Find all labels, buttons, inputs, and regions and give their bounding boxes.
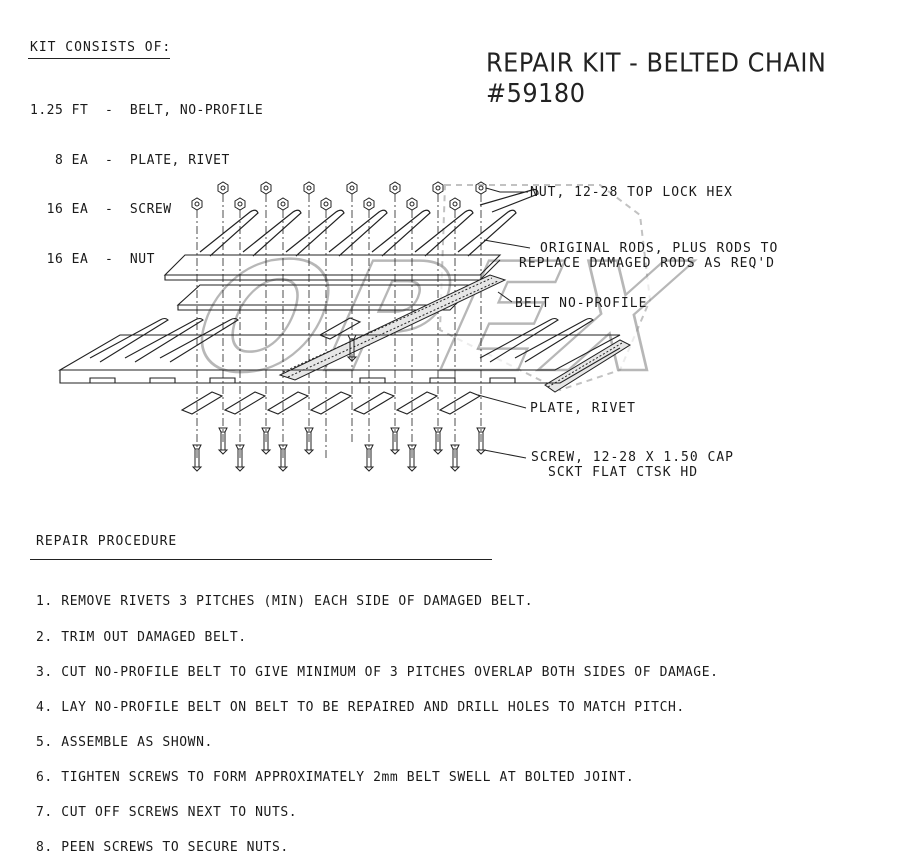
screw-row <box>191 334 487 472</box>
callout-screw-line1: SCREW, 12-28 X 1.50 CAP <box>531 450 735 465</box>
belt-upper <box>163 254 502 281</box>
procedure-step: 7. CUT OFF SCREWS NEXT TO NUTS. <box>36 805 298 821</box>
callout-screw-line2: SCKT FLAT CTSK HD <box>548 465 699 480</box>
procedure-step: 1. REMOVE RIVETS 3 PITCHES (MIN) EACH SI… <box>36 594 534 610</box>
rivet-plates <box>180 317 482 415</box>
kit-item: 16 EA - NUT <box>30 251 155 267</box>
kit-heading: KIT CONSISTS OF: <box>30 40 172 55</box>
kit-heading-underline <box>28 58 170 59</box>
nut-row-top <box>217 181 487 195</box>
kit-item: 8 EA - PLATE, RIVET <box>30 152 230 168</box>
callout-plate: PLATE, RIVET <box>530 401 636 416</box>
belt-lower <box>57 317 621 384</box>
page-title: REPAIR KIT - BELTED CHAIN #59180 <box>486 47 827 109</box>
rods-upper <box>199 188 539 257</box>
procedure-step: 4. LAY NO-PROFILE BELT ON BELT TO BE REP… <box>36 699 685 715</box>
callout-nut: NUT, 12-28 TOP LOCK HEX <box>530 185 734 200</box>
procedure-list: 1. REMOVE RIVETS 3 PITCHES (MIN) EACH SI… <box>36 573 719 866</box>
procedure-step: 5. ASSEMBLE AS SHOWN. <box>36 734 213 750</box>
procedure-step: 3. CUT NO-PROFILE BELT TO GIVE MINIMUM O… <box>36 664 719 680</box>
leader-lines <box>477 187 531 459</box>
procedure-step: 6. TIGHTEN SCREWS TO FORM APPROXIMATELY … <box>36 769 635 785</box>
kit-item: 16 EA - SCREW <box>30 202 172 217</box>
callout-rods-line2: REPLACE DAMAGED RODS AS REQ'D <box>519 256 775 271</box>
callout-belt: BELT NO-PROFILE <box>515 296 648 311</box>
kit-list: 1.25 FT - BELT, NO-PROFILE 8 EA - PLATE,… <box>30 70 263 285</box>
procedure-step: 2. TRIM OUT DAMAGED BELT. <box>36 629 247 645</box>
procedure-heading-underline <box>30 559 492 560</box>
kit-item: 1.25 FT - BELT, NO-PROFILE <box>30 103 264 118</box>
nut-row-second <box>191 197 461 211</box>
assembly-drawing: OPEX <box>57 181 704 472</box>
callout-rods-line1: ORIGINAL RODS, PLUS RODS TO <box>540 241 779 256</box>
procedure-heading: REPAIR PROCEDURE <box>36 534 178 549</box>
procedure-step: 8. PEEN SCREWS TO SECURE NUTS. <box>36 840 289 856</box>
